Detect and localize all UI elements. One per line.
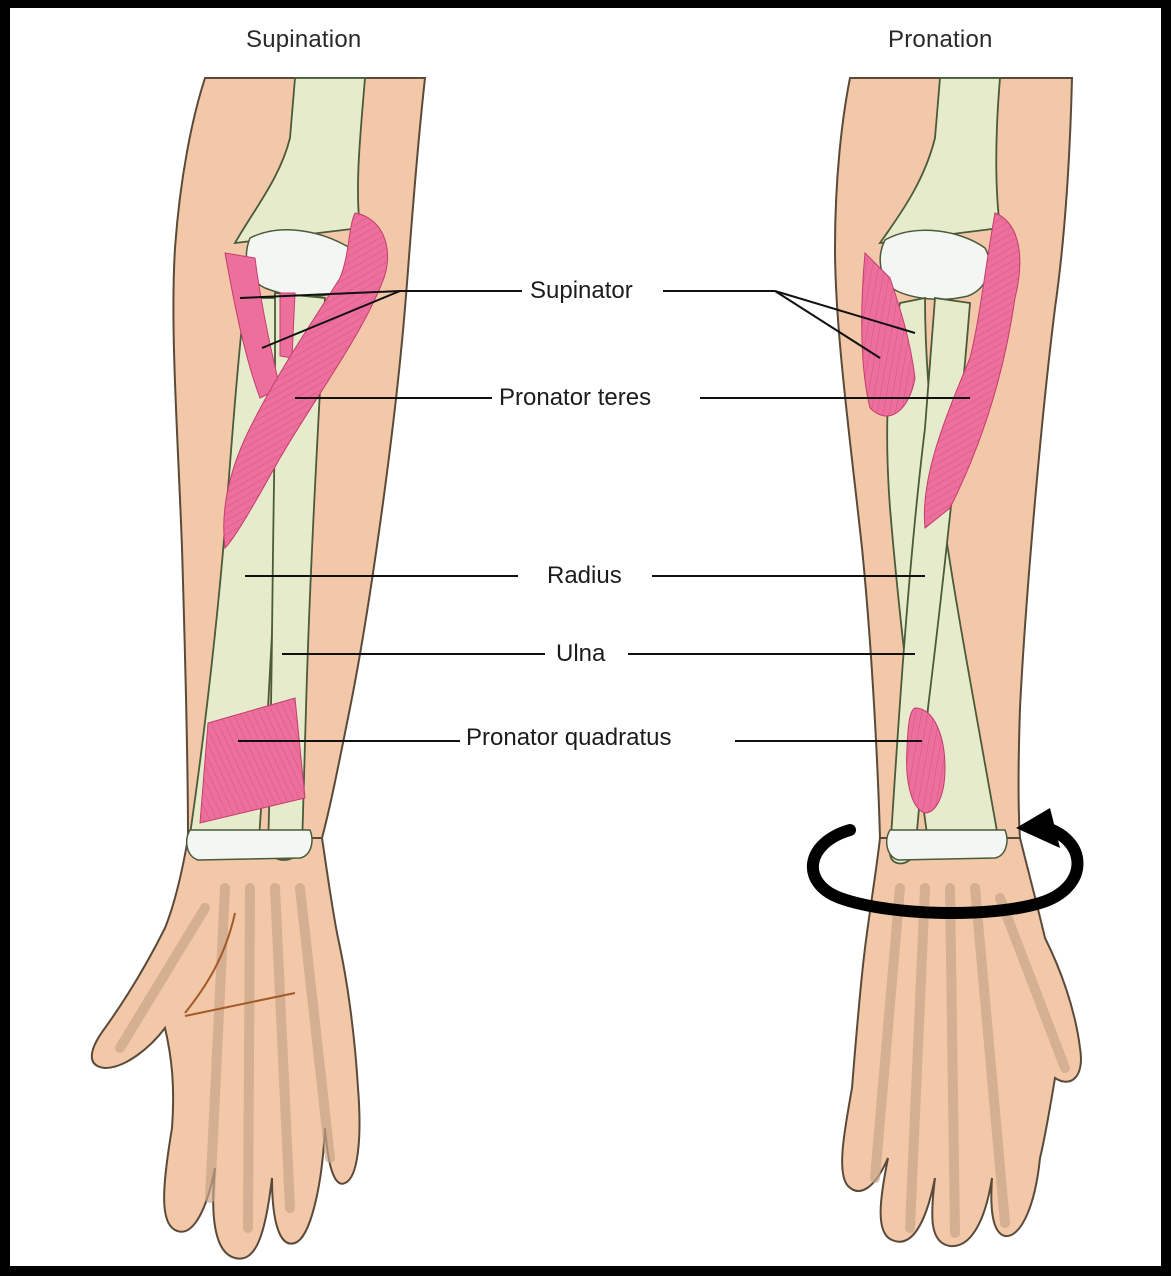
label-pronator-quadratus: Pronator quadratus xyxy=(460,723,677,753)
label-supinator: Supinator xyxy=(524,276,639,306)
supination-arm xyxy=(92,78,425,1259)
left-wrist-cartilage xyxy=(187,830,312,860)
supination-title: Supination xyxy=(246,26,361,54)
right-wrist-cartilage xyxy=(887,830,1007,860)
label-pronator-teres: Pronator teres xyxy=(493,383,657,413)
pronation-title: Pronation xyxy=(888,26,993,54)
pronation-arm xyxy=(835,78,1081,1246)
forearm-illustration xyxy=(10,8,1161,1266)
left-supinator-muscle-b xyxy=(280,293,295,358)
label-radius: Radius xyxy=(541,561,628,591)
diagram-canvas: Supination Pronation Supinator Pronator … xyxy=(10,8,1161,1266)
right-elbow-cartilage xyxy=(880,230,989,299)
label-ulna: Ulna xyxy=(550,639,611,669)
